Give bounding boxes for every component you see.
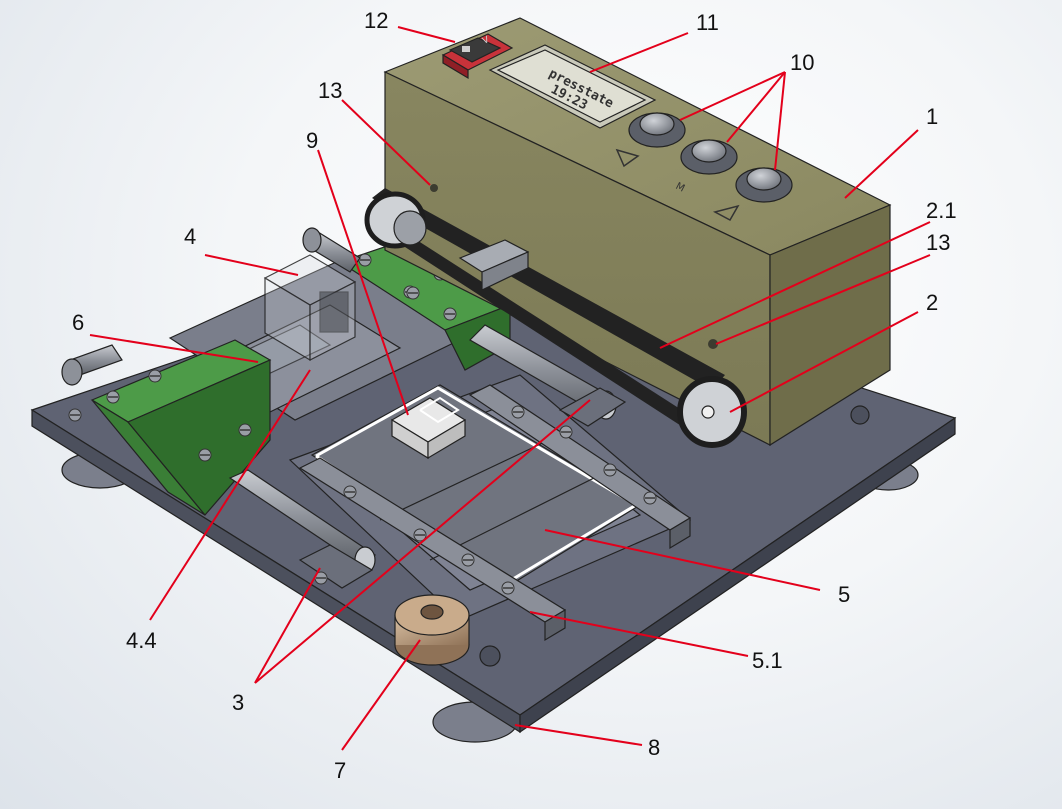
block-9 — [390, 396, 467, 460]
pulley-2 — [677, 376, 747, 448]
callout-1: 1 — [926, 104, 938, 129]
buttons-10: M — [615, 112, 793, 222]
callout-5: 5 — [838, 582, 850, 607]
belt-2-1 — [372, 188, 725, 442]
callout-8: 8 — [648, 735, 660, 760]
callout-7: 7 — [334, 758, 346, 783]
callout-2-1: 2.1 — [926, 198, 957, 223]
rod-brackets — [68, 387, 627, 589]
button-mid — [680, 139, 738, 175]
callout-13-right: 13 — [926, 230, 950, 255]
up-triangle-icon — [712, 204, 740, 222]
callout-12: 12 — [364, 8, 388, 33]
guide-rods-3 — [61, 227, 617, 574]
callouts: 1 2 2.1 3 4 4.4 5 5.1 6 7 8 9 10 11 12 1… — [72, 8, 957, 783]
button-up — [628, 112, 686, 148]
callout-2: 2 — [926, 290, 938, 315]
callout-6: 6 — [72, 310, 84, 335]
holder-4 — [263, 254, 357, 362]
callout-4: 4 — [184, 224, 196, 249]
belt-clamp — [406, 239, 530, 300]
callout-10: 10 — [790, 50, 814, 75]
rail-5-1 — [298, 384, 692, 642]
callout-3: 3 — [232, 690, 244, 715]
stop-knob-7 — [394, 594, 470, 666]
svg-text:V: V — [481, 35, 491, 47]
leader-lines — [89, 26, 931, 751]
callout-11: 11 — [696, 10, 719, 35]
switch-12: V — [441, 33, 514, 80]
callout-9: 9 — [306, 128, 318, 153]
callout-4-4: 4.4 — [126, 628, 157, 653]
callout-13-top: 13 — [318, 78, 342, 103]
down-triangle-icon — [615, 148, 640, 168]
pulley-back — [364, 191, 427, 249]
rail-screws — [343, 405, 657, 595]
callout-5-1: 5.1 — [752, 648, 783, 673]
button-down — [735, 167, 793, 203]
